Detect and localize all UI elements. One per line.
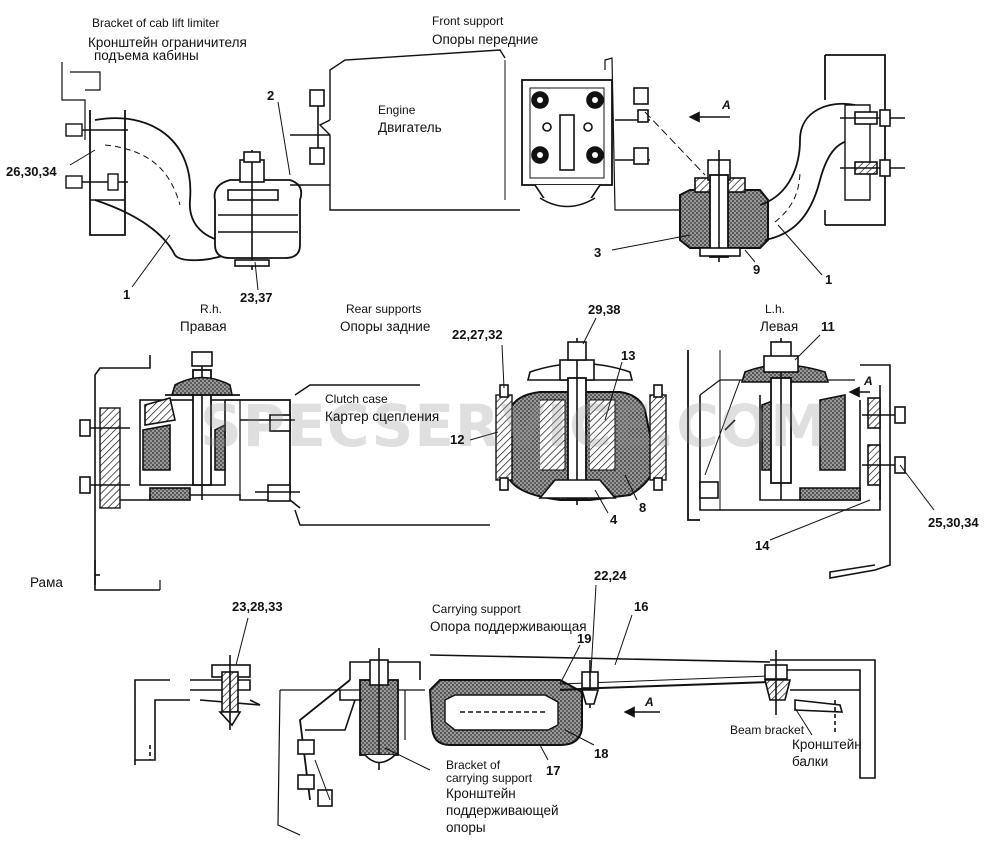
callout-18: 18 xyxy=(594,746,609,761)
watermark: SPECSERVICE.COM xyxy=(200,392,829,460)
callout-22-27-32: 22,27,32 xyxy=(452,327,503,342)
front-support-label-ru: Опоры передние xyxy=(432,32,539,47)
callout-25-30-34: 25,30,34 xyxy=(928,515,979,530)
callout-1-right: 1 xyxy=(825,272,833,287)
carrying-bracket-label-en-2: carrying support xyxy=(446,771,533,785)
callout-12: 12 xyxy=(450,432,465,447)
callout-14: 14 xyxy=(755,538,770,553)
rear-lh-label-ru: Левая xyxy=(760,319,799,334)
callout-19: 19 xyxy=(577,631,592,646)
callout-8: 8 xyxy=(639,500,647,515)
front-bracket-label-ru-2: подъема кабины xyxy=(94,48,199,63)
carrying-bracket-label-ru-1: Кронштейн xyxy=(446,786,516,801)
rear-supports-label-en: Rear supports xyxy=(346,302,422,316)
carrying-bracket-label-ru-3: опоры xyxy=(446,820,486,835)
callout-23-37: 23,37 xyxy=(240,290,273,305)
front-leader-lines xyxy=(69,101,823,291)
carrying-bracket-label-ru-2: поддерживающей xyxy=(446,803,559,818)
callout-26-30-34: 26,30,34 xyxy=(6,164,57,179)
carrying-support-drawing xyxy=(134,648,876,836)
carrying-bracket-label-en-1: Bracket of xyxy=(446,758,501,772)
rear-supports-drawing xyxy=(79,338,906,591)
beam-bracket-label-ru-2: балки xyxy=(792,754,829,769)
front-bracket-label-ru-1: Кронштейн ограничителя xyxy=(88,35,247,50)
callout-11: 11 xyxy=(821,319,835,334)
beam-bracket-label-en: Beam bracket xyxy=(730,723,805,737)
rear-supports-label-ru: Опоры задние xyxy=(340,319,431,334)
carrying-support-label-ru: Опора поддерживающая xyxy=(430,619,587,634)
engine-label-ru: Двигатель xyxy=(378,120,442,135)
engine-label-en: Engine xyxy=(378,103,416,117)
callout-9: 9 xyxy=(753,262,761,277)
callout-17: 17 xyxy=(546,763,561,778)
front-support-drawing xyxy=(61,49,905,270)
callout-1-left: 1 xyxy=(123,287,131,302)
callout-23-28-33: 23,28,33 xyxy=(232,599,283,614)
rear-leader-lines xyxy=(469,317,935,541)
callout-22-24: 22,24 xyxy=(594,568,627,583)
callout-3: 3 xyxy=(594,245,602,260)
rear-view-a-label: A xyxy=(864,374,873,388)
callout-16: 16 xyxy=(634,599,649,614)
carrying-leader-lines xyxy=(235,584,813,771)
callout-2: 2 xyxy=(267,88,275,103)
rear-rh-label-en: R.h. xyxy=(200,302,223,316)
carrying-view-a-label: A xyxy=(645,695,654,709)
clutch-case-label-ru: Картер сцепления xyxy=(325,409,440,424)
callout-29-38: 29,38 xyxy=(588,302,621,317)
rear-rh-label-ru: Правая xyxy=(180,319,227,334)
beam-bracket-label-ru-1: Кронштейн xyxy=(792,737,862,752)
rear-lh-label-en: L.h. xyxy=(765,302,786,316)
front-view-a-label: A xyxy=(722,98,731,112)
clutch-case-label-en: Clutch case xyxy=(325,392,388,406)
carrying-support-label-en: Carrying support xyxy=(432,602,521,616)
front-support-label-en: Front support xyxy=(432,14,504,28)
callout-13: 13 xyxy=(621,348,636,363)
callout-4: 4 xyxy=(610,512,618,527)
frame-label-ru: Рама xyxy=(30,575,63,590)
front-bracket-label-en: Bracket of cab lift limiter xyxy=(92,16,220,30)
